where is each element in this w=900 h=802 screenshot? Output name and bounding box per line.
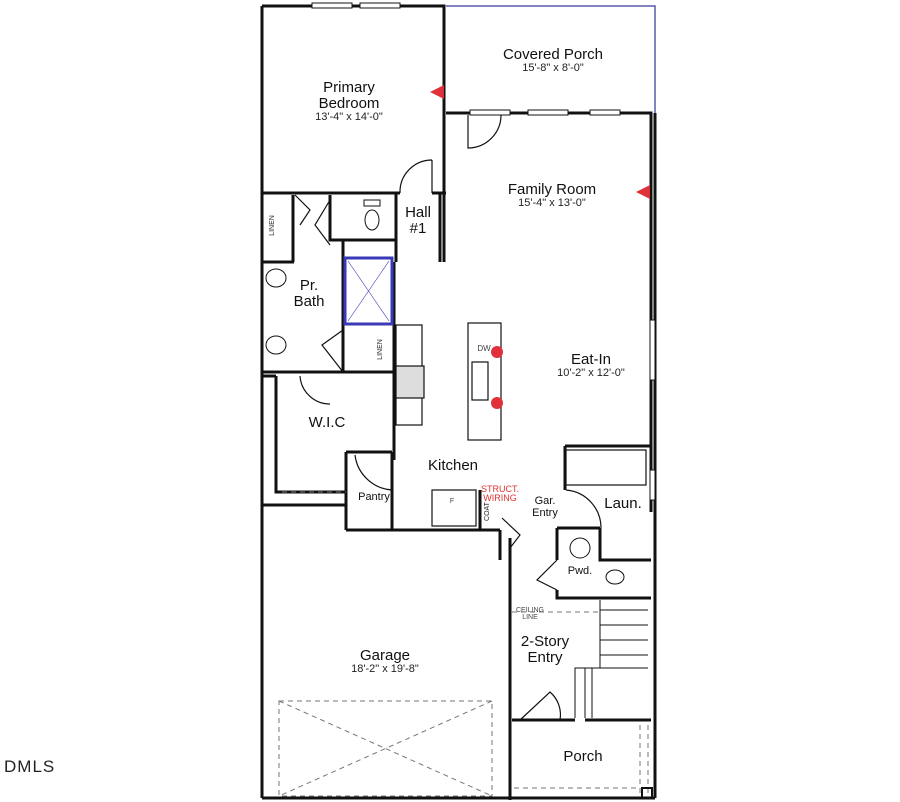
room-laundry: Laun. xyxy=(604,496,642,512)
room-garage: Garage 18'-2" x 19'-8" xyxy=(351,648,419,675)
room-dims: 15'-8" x 8'-0" xyxy=(522,61,584,74)
room-family-room: Family Room 15'-4" x 13'-0" xyxy=(508,182,596,209)
room-powder: Pwd. xyxy=(567,565,593,578)
watermark: DMLS xyxy=(4,757,56,776)
room-name: Porch xyxy=(563,748,603,765)
room-porch: Porch xyxy=(563,749,602,765)
room-dims: 10'-2" x 12'-0" xyxy=(557,366,625,379)
room-name-line2: Entry xyxy=(527,648,563,666)
room-name-line2: #1 xyxy=(409,219,427,237)
shower xyxy=(343,256,394,326)
room-hall: Hall #1 xyxy=(405,205,431,237)
room-covered-porch: Covered Porch 15'-8" x 8'-0" xyxy=(503,47,603,74)
room-name: Laun. xyxy=(604,495,642,512)
room-name-line2: Bath xyxy=(293,292,325,310)
room-dims: 15'-4" x 13'-0" xyxy=(518,196,586,209)
wall-family-north xyxy=(446,111,653,512)
room-name-line2: Bedroom xyxy=(318,94,380,112)
room-name-line1: Pr. xyxy=(299,277,319,294)
room-dims: 18'-2" x 19'-8" xyxy=(351,662,419,675)
room-wic: W.I.C xyxy=(309,415,346,431)
room-name: Eat-In xyxy=(570,351,612,368)
coat-label: COAT xyxy=(483,502,491,521)
room-kitchen: Kitchen xyxy=(428,458,478,474)
room-garage-entry: Gar. Entry xyxy=(532,495,558,519)
room-dims: 13'-4" x 14'-0" xyxy=(315,110,383,123)
room-name: Covered Porch xyxy=(502,46,604,63)
linen-label-2: LINEN xyxy=(376,339,384,360)
room-eat-in: Eat-In 10'-2" x 12'-0" xyxy=(557,352,625,379)
room-pantry: Pantry xyxy=(358,491,390,504)
fridge-label: F xyxy=(449,498,455,505)
struct-wiring-line1: STRUCT. xyxy=(481,484,519,494)
room-name: W.I.C xyxy=(308,414,346,431)
linen-label-1: LINEN xyxy=(268,215,276,236)
room-name-line2: Entry xyxy=(532,506,558,519)
ceiling-line-line1: CEILING xyxy=(515,607,545,614)
struct-wiring-label: STRUCT. WIRING xyxy=(481,484,519,504)
ceiling-line-line2: LINE xyxy=(522,614,538,622)
room-name-line1: Primary xyxy=(323,79,375,96)
room-name-line1: 2-Story xyxy=(520,633,570,650)
ceiling-line-label: CEILING LINE xyxy=(516,607,544,622)
room-name-line1: Gar. xyxy=(534,495,556,507)
room-name: Kitchen xyxy=(427,457,479,474)
room-two-story-entry: 2-Story Entry xyxy=(521,634,569,666)
room-name: Pantry xyxy=(358,491,390,503)
struct-wiring-line2: WIRING xyxy=(483,493,517,504)
room-primary-bedroom: Primary Bedroom 13'-4" x 14'-0" xyxy=(315,80,383,123)
room-name: Family Room xyxy=(507,181,597,198)
room-name-line1: Hall xyxy=(405,204,431,221)
covered-porch-outline xyxy=(446,5,656,113)
room-primary-bath: Pr. Bath xyxy=(294,278,325,310)
room-name: Garage xyxy=(359,647,411,664)
dishwasher-label: DW xyxy=(477,344,491,353)
room-name: Pwd. xyxy=(567,565,593,577)
